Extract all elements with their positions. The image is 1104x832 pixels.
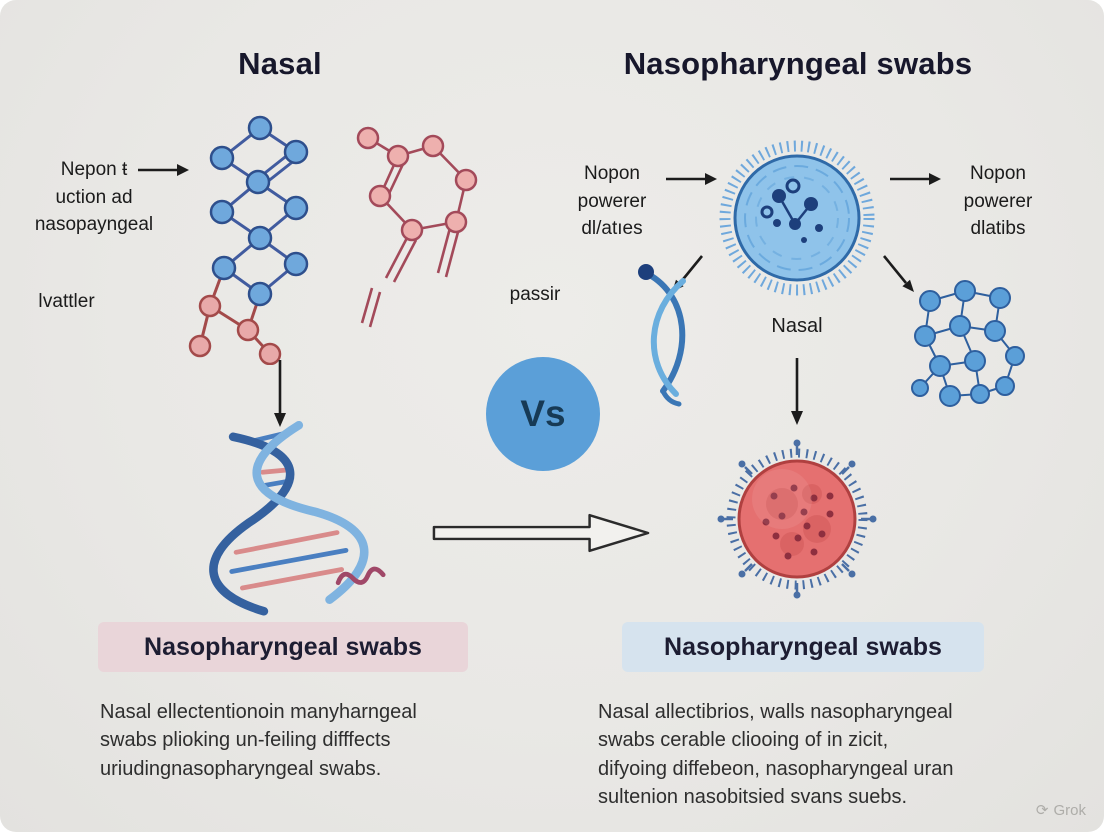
molecule-pink-icon xyxy=(356,126,478,328)
left-annotation: Nepon ŧ uction ad nasopayngeal xyxy=(34,159,154,236)
arrow-right-icon xyxy=(890,173,941,185)
molecule-cluster-icon xyxy=(911,280,1025,407)
left-caption: Nasal ellectentionoin manyharngeal swabs… xyxy=(100,701,417,780)
vs-badge: Vs xyxy=(486,357,600,471)
right-annotation-left: Nopon powerer dl/atıes xyxy=(577,163,647,240)
long-arrow-icon xyxy=(432,513,650,553)
dna-helix-icon xyxy=(209,420,386,616)
left-section-title: Nasal xyxy=(238,46,322,81)
swab-loop-icon xyxy=(638,264,686,407)
left-annotation-2: ǀvattler xyxy=(38,291,95,312)
arrow-down-icon xyxy=(791,358,803,425)
right-banner-label: Nasopharyngeal swabs xyxy=(664,632,942,661)
center-label: passir xyxy=(509,284,561,305)
right-section-title: Nasopharyngeal swabs xyxy=(623,46,973,81)
arrow-right-icon xyxy=(138,164,189,176)
arrow-down-icon xyxy=(274,360,286,427)
right-caption: Nasal allectibrios, walls nasopharyngeal… xyxy=(598,701,954,809)
right-annotation-right: Nopon powerer dlatibs xyxy=(963,163,1033,240)
molecule-blue-icon xyxy=(188,115,309,365)
red-virus-icon xyxy=(717,439,877,599)
left-banner-label: Nasopharyngeal swabs xyxy=(144,632,422,661)
nasal-label: Nasal xyxy=(771,315,823,337)
right-banner: Nasopharyngeal swabs xyxy=(622,622,984,672)
arrow-down-right-icon xyxy=(882,255,914,292)
left-banner: Nasopharyngeal swabs xyxy=(98,622,468,672)
grok-watermark: ⟳ Grok xyxy=(1035,801,1086,820)
vs-label: Vs xyxy=(520,393,566,434)
virus-cell-icon xyxy=(719,140,875,296)
arrow-right-icon xyxy=(666,173,717,185)
grok-logo-icon: ⟳ xyxy=(1035,802,1049,819)
grok-watermark-label: Grok xyxy=(1053,801,1086,819)
